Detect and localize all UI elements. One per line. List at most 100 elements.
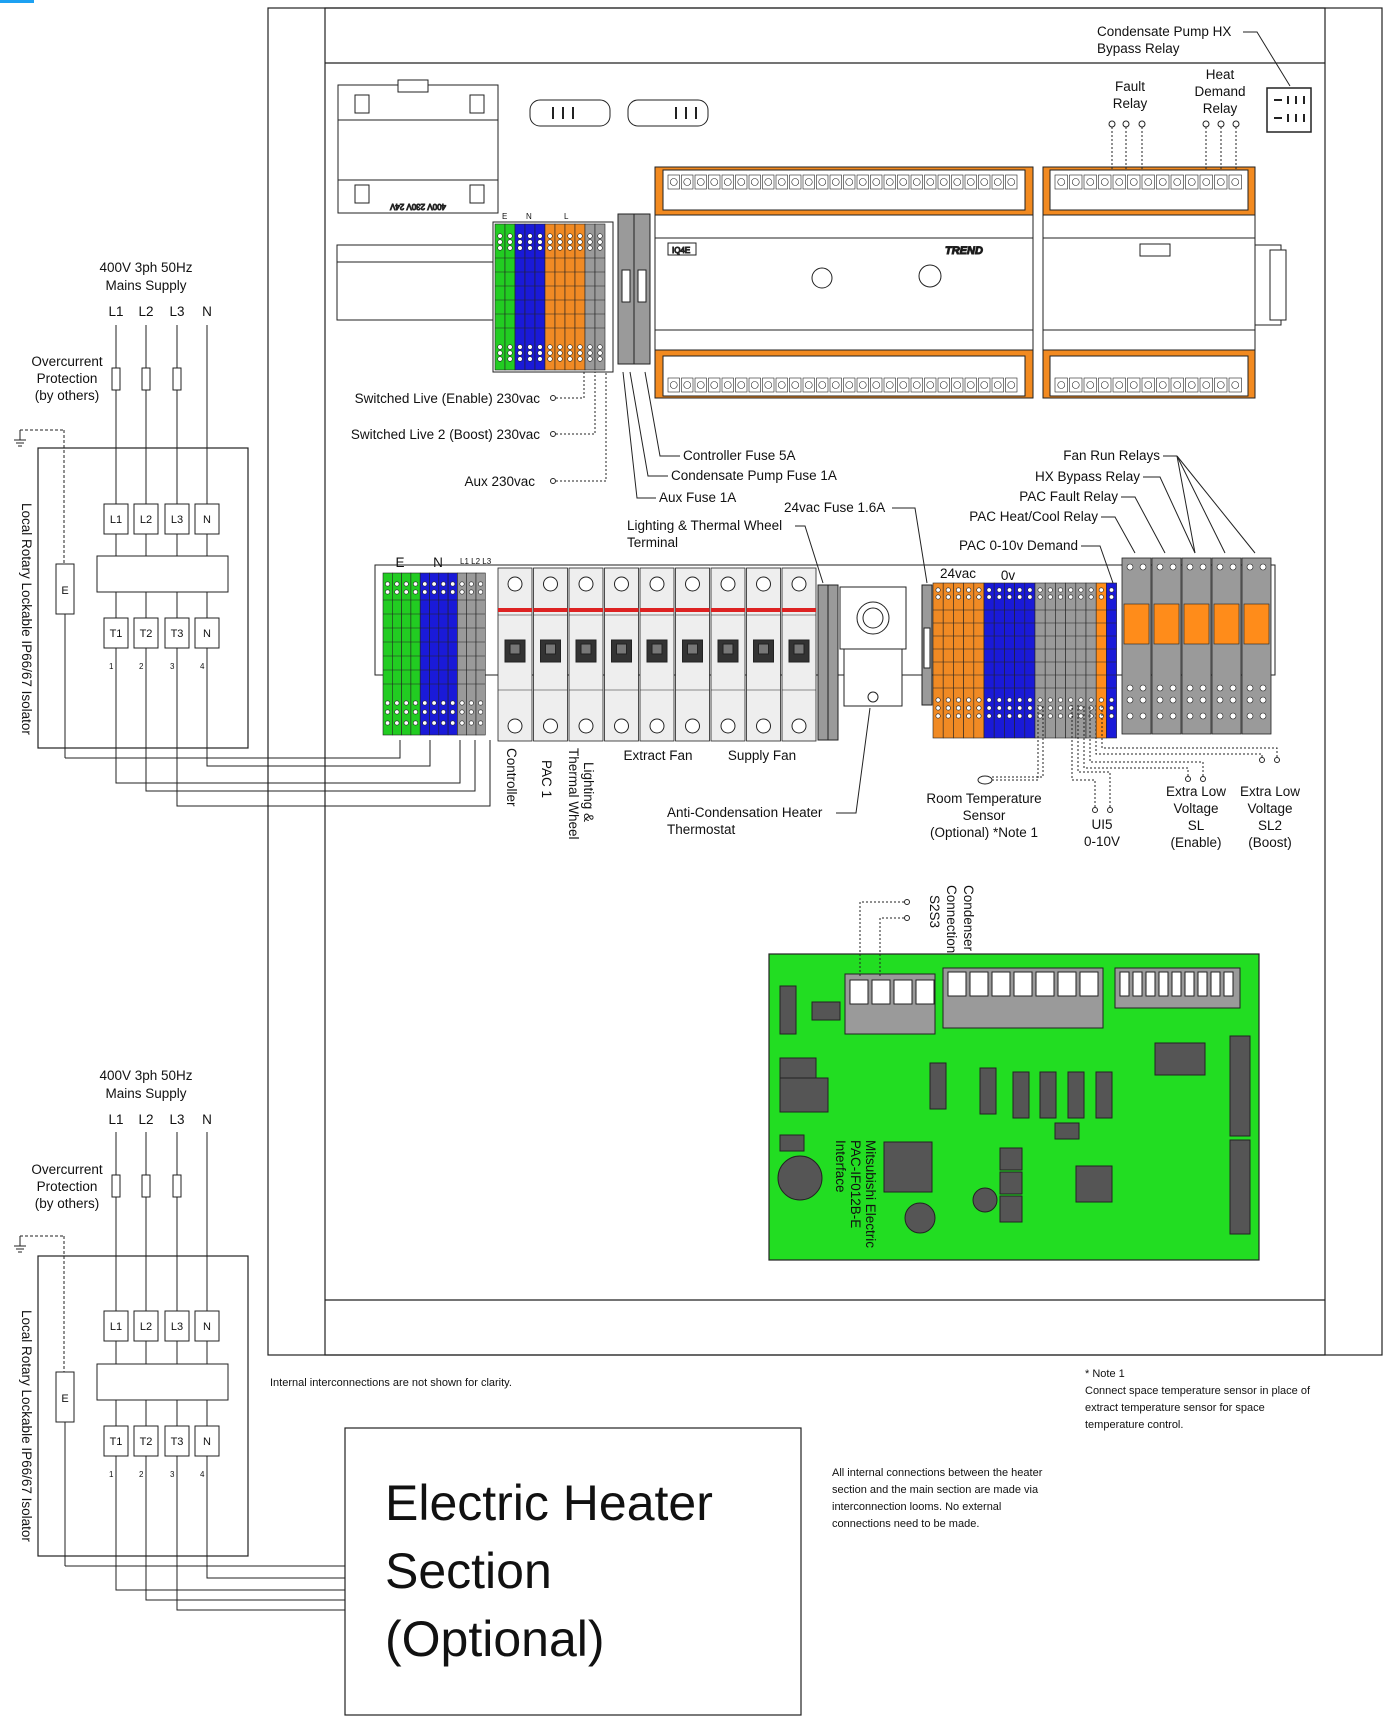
svg-text:T3: T3 — [171, 1436, 184, 1448]
svg-text:N: N — [203, 1321, 211, 1333]
svg-text:400V 3ph 50Hz: 400V 3ph 50Hz — [99, 260, 192, 275]
svg-text:0v: 0v — [1001, 568, 1016, 583]
svg-text:L1: L1 — [108, 1112, 123, 1127]
svg-text:24vac Fuse 1.6A: 24vac Fuse 1.6A — [784, 500, 885, 515]
svg-text:N: N — [433, 555, 443, 570]
svg-text:Voltage: Voltage — [1173, 801, 1218, 816]
svg-text:Extra Low: Extra Low — [1240, 784, 1300, 799]
svg-text:4: 4 — [200, 1470, 205, 1479]
svg-text:HX Bypass Relay: HX Bypass Relay — [1035, 469, 1140, 484]
svg-text:Overcurrent: Overcurrent — [31, 354, 103, 369]
svg-text:400V 3ph 50Hz: 400V 3ph 50Hz — [99, 1068, 192, 1083]
transformer: 400V 230V 24V — [337, 79, 499, 214]
svg-text:PAC 0-10v Demand: PAC 0-10v Demand — [959, 538, 1078, 553]
svg-text:Mains Supply: Mains Supply — [105, 1086, 186, 1101]
svg-text:T2: T2 — [140, 628, 153, 640]
svg-text:UI5: UI5 — [1091, 817, 1112, 832]
svg-text:3: 3 — [170, 662, 175, 671]
svg-text:Relay: Relay — [1203, 101, 1238, 116]
svg-text:2: 2 — [139, 1470, 144, 1479]
svg-text:Local Rotary Lockable IP66/67: Local Rotary Lockable IP66/67 Isolator — [19, 503, 34, 735]
condensate-relay: Condensate Pump HX Bypass Relay — [1097, 24, 1312, 133]
svg-text:2: 2 — [139, 662, 144, 671]
corner-mark — [0, 0, 34, 3]
svg-text:PAC Heat/Cool Relay: PAC Heat/Cool Relay — [969, 509, 1098, 524]
svg-text:PAC Fault Relay: PAC Fault Relay — [1019, 489, 1118, 504]
svg-text:N: N — [202, 1112, 212, 1127]
svg-text:1: 1 — [109, 662, 114, 671]
svg-text:Condensate Pump HX: Condensate Pump HX — [1097, 24, 1231, 39]
svg-text:(Optional) *Note 1: (Optional) *Note 1 — [930, 825, 1038, 840]
din-rail-top — [336, 244, 1287, 326]
svg-text:Anti-Condensation Heater: Anti-Condensation Heater — [667, 805, 823, 820]
svg-text:(by others): (by others) — [35, 1196, 100, 1211]
svg-text:Lighting &: Lighting & — [581, 762, 596, 822]
svg-text:Switched Live (Enable) 230vac: Switched Live (Enable) 230vac — [355, 391, 541, 406]
svg-text:E: E — [61, 585, 68, 597]
relay-module-top — [1042, 166, 1256, 399]
svg-text:Connect space temperature sens: Connect space temperature sensor in plac… — [1085, 1385, 1311, 1397]
svg-text:(Boost): (Boost) — [1248, 835, 1292, 850]
svg-text:N: N — [203, 1436, 211, 1448]
svg-text:Protection: Protection — [37, 371, 98, 386]
svg-text:400V 230V 24V: 400V 230V 24V — [389, 202, 446, 211]
svg-text:extract temperature sensor for: extract temperature sensor for space — [1085, 1402, 1265, 1414]
svg-text:L1: L1 — [110, 514, 122, 526]
svg-text:IQ4E: IQ4E — [672, 246, 690, 255]
fault-relay-label: Fault Relay — [1108, 79, 1148, 170]
svg-text:T3: T3 — [171, 628, 184, 640]
svg-text:SL2: SL2 — [1258, 818, 1282, 833]
svg-text:4: 4 — [200, 662, 205, 671]
top-rail-labels: Switched Live (Enable) 230vac Switched L… — [351, 371, 837, 505]
svg-text:* Note 1: * Note 1 — [1085, 1368, 1125, 1380]
svg-text:interconnection looms. No exte: interconnection looms. No external — [832, 1501, 1001, 1513]
svg-text:N: N — [203, 628, 211, 640]
svg-text:T1: T1 — [110, 1436, 123, 1448]
svg-text:Bypass Relay: Bypass Relay — [1097, 41, 1180, 56]
svg-text:Voltage: Voltage — [1247, 801, 1292, 816]
svg-text:L: L — [564, 212, 569, 221]
breaker-labels: Controller PAC 1 Lighting & Thermal Whee… — [504, 748, 796, 840]
svg-text:T1: T1 — [110, 628, 123, 640]
svg-text:E: E — [61, 1393, 68, 1405]
svg-text:section and the main section a: section and the main section are made vi… — [832, 1484, 1039, 1496]
svg-text:L1: L1 — [108, 304, 123, 319]
mains-supply-1: 400V 3ph 50Hz Mains Supply L1 L2 L3 N Ov… — [14, 260, 491, 807]
svg-text:Switched Live 2 (Boost) 230vac: Switched Live 2 (Boost) 230vac — [351, 427, 540, 442]
svg-text:Fan Run Relays: Fan Run Relays — [1063, 448, 1160, 463]
svg-text:N: N — [202, 304, 212, 319]
svg-text:L2: L2 — [138, 304, 153, 319]
svg-text:PAC-IF012B-E: PAC-IF012B-E — [848, 1140, 863, 1228]
trend-controller: IQ4E TREND — [654, 166, 1034, 399]
svg-text:E: E — [502, 212, 507, 221]
mains-supply-2: 400V 3ph 50Hz Mains Supply L1 L2 L3 N Ov… — [14, 1068, 345, 1611]
svg-text:SL: SL — [1188, 818, 1205, 833]
svg-text:Aux Fuse 1A: Aux Fuse 1A — [659, 490, 736, 505]
middle-rail: E N L1 L2 L3 24vac 0v — [374, 555, 1276, 742]
svg-text:Aux 230vac: Aux 230vac — [464, 474, 535, 489]
svg-text:Internal interconnections are: Internal interconnections are not shown … — [270, 1377, 512, 1389]
svg-text:Terminal: Terminal — [627, 535, 678, 550]
svg-text:E: E — [395, 555, 404, 570]
top-terminal-strip: E N L — [492, 212, 651, 373]
mitsubishi-pcb: Condenser Connection S2S3 Mitsubishi Ele… — [768, 885, 1260, 1261]
svg-text:S2S3: S2S3 — [927, 895, 942, 928]
svg-text:24vac: 24vac — [940, 566, 976, 581]
svg-text:Sensor: Sensor — [963, 808, 1006, 823]
svg-text:L2: L2 — [140, 514, 152, 526]
svg-text:L3: L3 — [169, 304, 184, 319]
svg-text:Heat: Heat — [1206, 67, 1235, 82]
svg-text:L3: L3 — [169, 1112, 184, 1127]
svg-text:Supply Fan: Supply Fan — [728, 748, 796, 763]
svg-text:Controller: Controller — [504, 748, 519, 807]
svg-text:(Optional): (Optional) — [385, 1611, 605, 1667]
svg-text:N: N — [526, 212, 532, 221]
svg-text:Thermal Wheel: Thermal Wheel — [566, 748, 581, 840]
svg-text:Controller Fuse 5A: Controller Fuse 5A — [683, 448, 796, 463]
svg-text:Relay: Relay — [1113, 96, 1148, 111]
svg-text:PAC 1: PAC 1 — [539, 760, 554, 798]
svg-text:0-10V: 0-10V — [1084, 834, 1120, 849]
svg-text:Demand: Demand — [1194, 84, 1245, 99]
svg-text:L1 L2 L3: L1 L2 L3 — [460, 557, 492, 566]
